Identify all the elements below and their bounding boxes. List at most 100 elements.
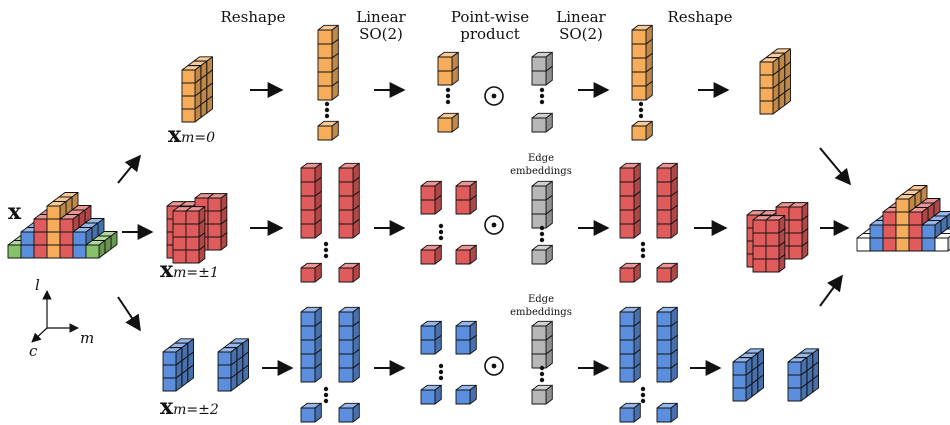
cube	[455, 320, 477, 341]
ellipsis-dots	[323, 87, 646, 404]
cube-front-face	[317, 29, 333, 45]
header-linear-left: Linear SO(2)	[356, 9, 406, 43]
cube-front-face	[338, 367, 354, 383]
ellipsis-dot	[640, 247, 646, 253]
ellipsis-dot	[323, 247, 329, 253]
cube-front-face	[882, 211, 897, 226]
cube-front-face	[207, 197, 222, 212]
cube-front-face	[752, 245, 767, 260]
ellipsis-dot	[638, 101, 644, 107]
cube	[420, 320, 442, 341]
edge-embeddings-label-row3: Edge embeddings	[506, 293, 576, 319]
header-pointwise: Point-wise product	[440, 9, 540, 43]
cube-front-face	[455, 199, 471, 215]
cube-front-face	[908, 211, 923, 226]
cube-front-face	[631, 57, 647, 73]
output-tensor	[856, 185, 950, 252]
ellipsis-dot	[638, 107, 644, 113]
cube-front-face	[33, 244, 48, 259]
cube	[420, 244, 442, 265]
axis-c-line	[31, 327, 48, 343]
cube-front-face	[59, 231, 74, 246]
cube-front-face	[656, 353, 672, 369]
flow-arrow	[819, 274, 843, 307]
ellipsis-dot	[539, 93, 545, 99]
cube-front-face	[765, 219, 780, 234]
ellipsis-dot	[539, 225, 545, 231]
cube	[531, 51, 553, 72]
ellipsis-dot	[323, 386, 329, 392]
cube-front-face	[882, 237, 897, 252]
cube	[631, 24, 653, 45]
cube	[300, 306, 322, 327]
cube-front-face	[895, 198, 910, 213]
cube-front-face	[455, 389, 471, 405]
cube-front-face	[619, 339, 635, 355]
row-label-m2-sub: m=±2	[173, 402, 219, 418]
cube-front-face	[531, 325, 547, 341]
row-label-m0-sub: m=0	[181, 130, 216, 146]
cube-front-face	[338, 311, 354, 327]
cube-front-face	[631, 29, 647, 45]
cube	[455, 384, 477, 405]
cube-front-face	[7, 244, 22, 259]
cube-front-face	[619, 353, 635, 369]
cube	[619, 162, 641, 183]
cube	[338, 262, 360, 283]
header-reshape-left: Reshape	[220, 8, 286, 26]
cube	[531, 208, 553, 229]
ellipsis-dot	[438, 375, 444, 381]
row-label-m1-main: x	[160, 257, 174, 283]
cube-front-face	[788, 219, 803, 234]
cube-front-face	[787, 361, 802, 376]
cube	[656, 162, 678, 183]
axis-triad	[31, 290, 79, 343]
cube-front-face	[338, 223, 354, 239]
ellipsis-dot	[445, 87, 451, 93]
cube-front-face	[338, 195, 354, 211]
row-label-m2-main: x	[160, 394, 174, 420]
cube-front-face	[300, 181, 316, 197]
cube-front-face	[788, 232, 803, 247]
cube	[437, 112, 459, 133]
cube-front-face	[631, 43, 647, 59]
header-linear-right: Linear SO(2)	[556, 9, 606, 43]
cube	[181, 65, 202, 84]
cube-front-face	[181, 69, 196, 84]
cube-front-face	[420, 199, 436, 215]
ellipsis-icon	[640, 241, 646, 259]
cube-front-face	[656, 325, 672, 341]
ellipsis-icon	[539, 87, 545, 105]
cube-front-face	[732, 387, 747, 402]
ellipsis-icon	[438, 223, 444, 241]
cube	[787, 357, 808, 376]
cube-front-face	[20, 244, 35, 259]
row-m0	[181, 24, 791, 141]
ellipsis-dot	[539, 99, 545, 105]
edge-label-row2-line2: embeddings	[510, 166, 572, 177]
header-linear-left-line1: Linear	[356, 8, 406, 26]
cube	[531, 180, 553, 201]
cube-front-face	[317, 85, 333, 101]
cube-front-face	[787, 374, 802, 389]
cube	[46, 201, 67, 220]
cube	[455, 244, 477, 265]
row-m1	[166, 162, 809, 283]
cube	[338, 402, 360, 423]
cube-front-face	[300, 167, 316, 183]
ellipsis-icon	[445, 87, 451, 105]
row-label-m0: xm=0	[168, 122, 215, 148]
cube-front-face	[59, 218, 74, 233]
cube-front-face	[338, 181, 354, 197]
cube-front-face	[162, 351, 177, 366]
cube-front-face	[882, 224, 897, 239]
cube-front-face	[455, 325, 471, 341]
cube-front-face	[455, 185, 471, 201]
cube-front-face	[531, 185, 547, 201]
cube-front-face	[531, 70, 547, 86]
ellipsis-dot	[539, 377, 545, 383]
cube	[338, 162, 360, 183]
cube	[531, 320, 553, 341]
ellipsis-dot	[324, 113, 330, 119]
cube-front-face	[631, 125, 647, 141]
